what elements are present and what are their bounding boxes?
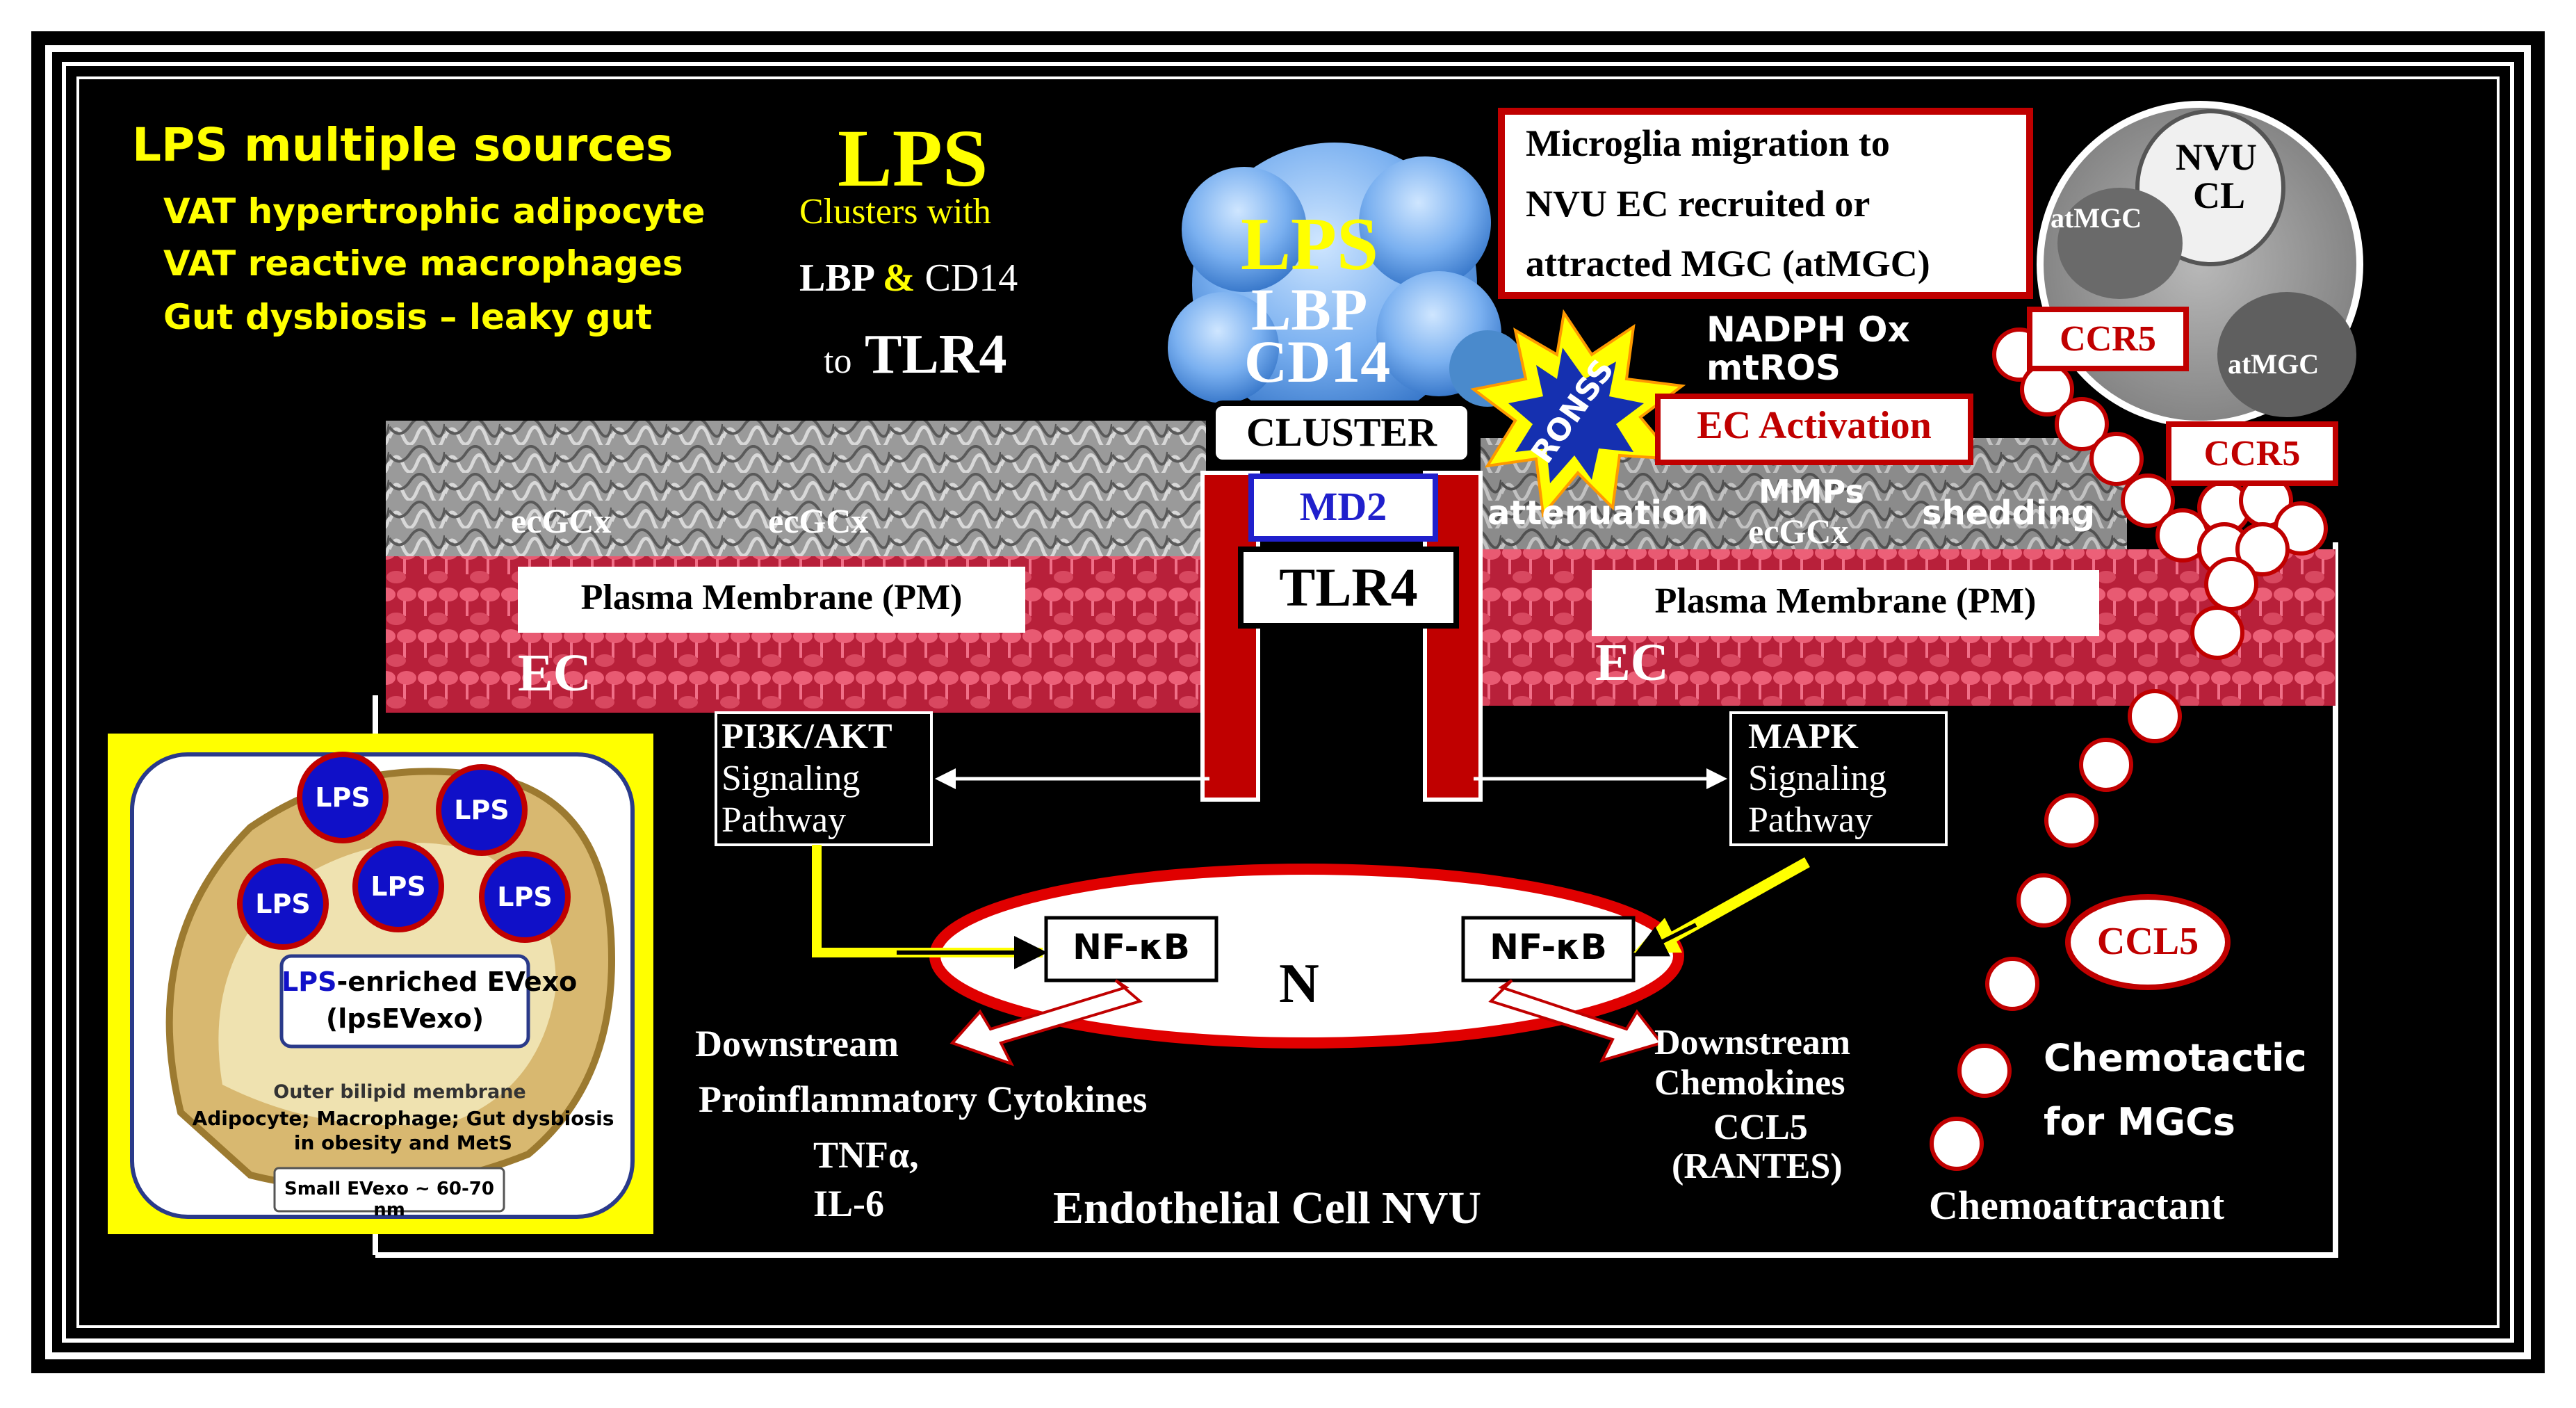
ccr5-box-2: [2166, 421, 2338, 486]
lpsevexo-box: [279, 954, 530, 1049]
frame-border-1: [45, 45, 2531, 1359]
frame-border-2: [62, 62, 2514, 1343]
pm-left-box: [518, 567, 1025, 633]
cluster-box: [1210, 400, 1473, 465]
downstream-left-arrow: [949, 979, 1143, 1067]
mapk-box: [1729, 711, 1948, 846]
frame-border-3: [76, 76, 2500, 1328]
nfkb-right-box: [1461, 916, 1636, 982]
ronss-burst-inner: [1508, 348, 1644, 483]
pi3k-akt-box: [715, 711, 933, 846]
microglia-box: [1498, 108, 2033, 299]
tlr4-box: [1238, 547, 1459, 629]
ccr5-box-1: [2027, 307, 2189, 371]
endothelial-cell-outline: [375, 542, 2338, 1258]
micrograph: [2037, 101, 2363, 428]
exosome-lps-bubbles: [237, 752, 571, 950]
md2-box: [1248, 474, 1438, 542]
downstream-right-arrow: [1488, 979, 1664, 1063]
black-arrow-right: [1633, 923, 1697, 957]
ec-activation-box: [1655, 394, 1973, 465]
pm-right-box: [1592, 570, 2099, 636]
lps-cluster-blob: [1168, 143, 1526, 428]
tlr4-column-right: [1423, 471, 1483, 802]
ccl5-ellipse: [2065, 894, 2231, 990]
size-box: [273, 1167, 505, 1213]
nfkb-left-box: [1044, 916, 1218, 982]
glycocalyx-left: [386, 421, 1206, 556]
ccl5-chain: [1930, 327, 2328, 1171]
